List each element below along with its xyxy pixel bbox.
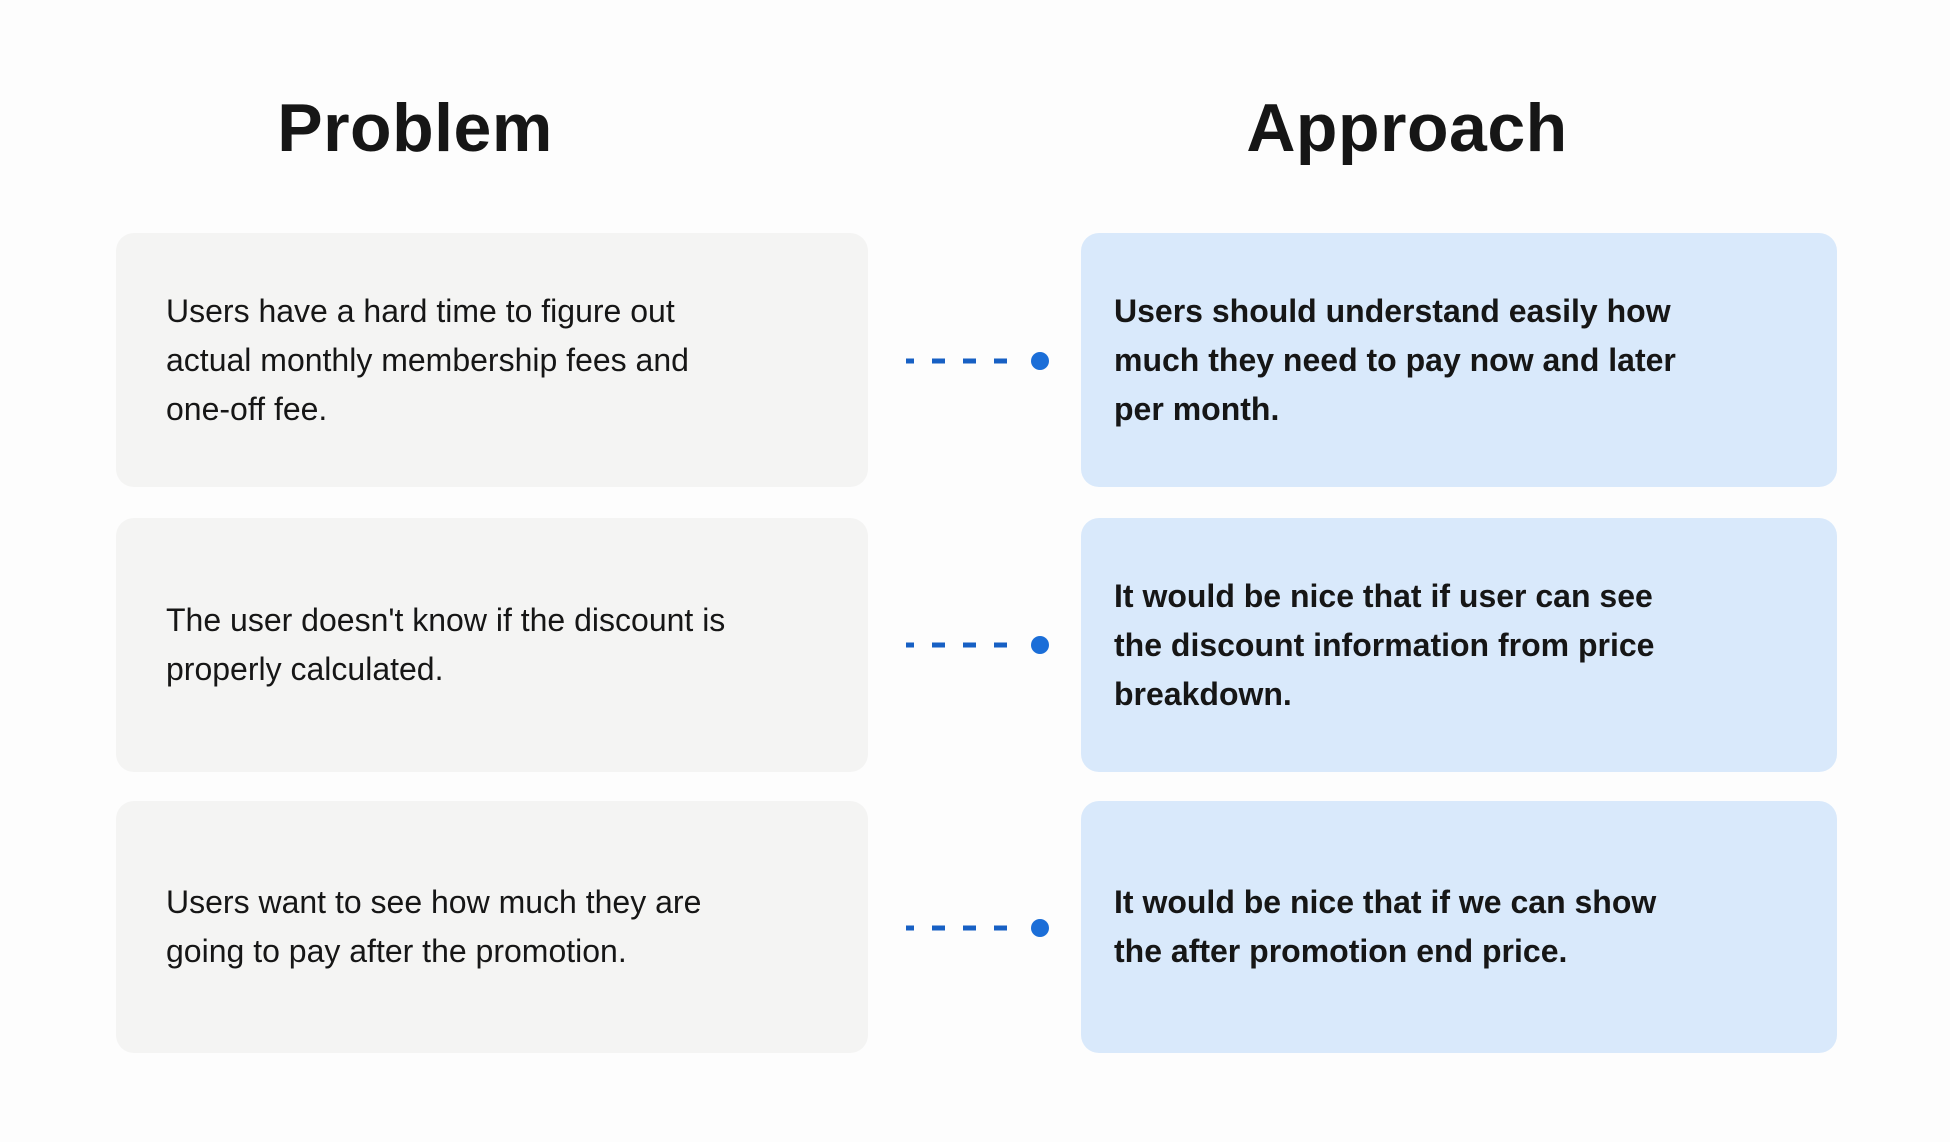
dot-icon <box>1031 636 1049 654</box>
dot-icon <box>1031 919 1049 937</box>
problem-card: The user doesn't know if the discount is… <box>116 518 868 772</box>
connector <box>906 636 1049 654</box>
problem-card: Users want to see how much they are goin… <box>116 801 868 1053</box>
approach-card: It would be nice that if user can see th… <box>1081 518 1837 772</box>
approach-card: Users should understand easily how much … <box>1081 233 1837 487</box>
dot-icon <box>1031 352 1049 370</box>
approach-card: It would be nice that if we can show the… <box>1081 801 1837 1053</box>
problem-card: Users have a hard time to figure out act… <box>116 233 868 487</box>
approach-column-title: Approach <box>1246 90 1568 166</box>
connector <box>906 352 1049 370</box>
problem-column-title: Problem <box>277 90 553 166</box>
connector <box>906 919 1049 937</box>
